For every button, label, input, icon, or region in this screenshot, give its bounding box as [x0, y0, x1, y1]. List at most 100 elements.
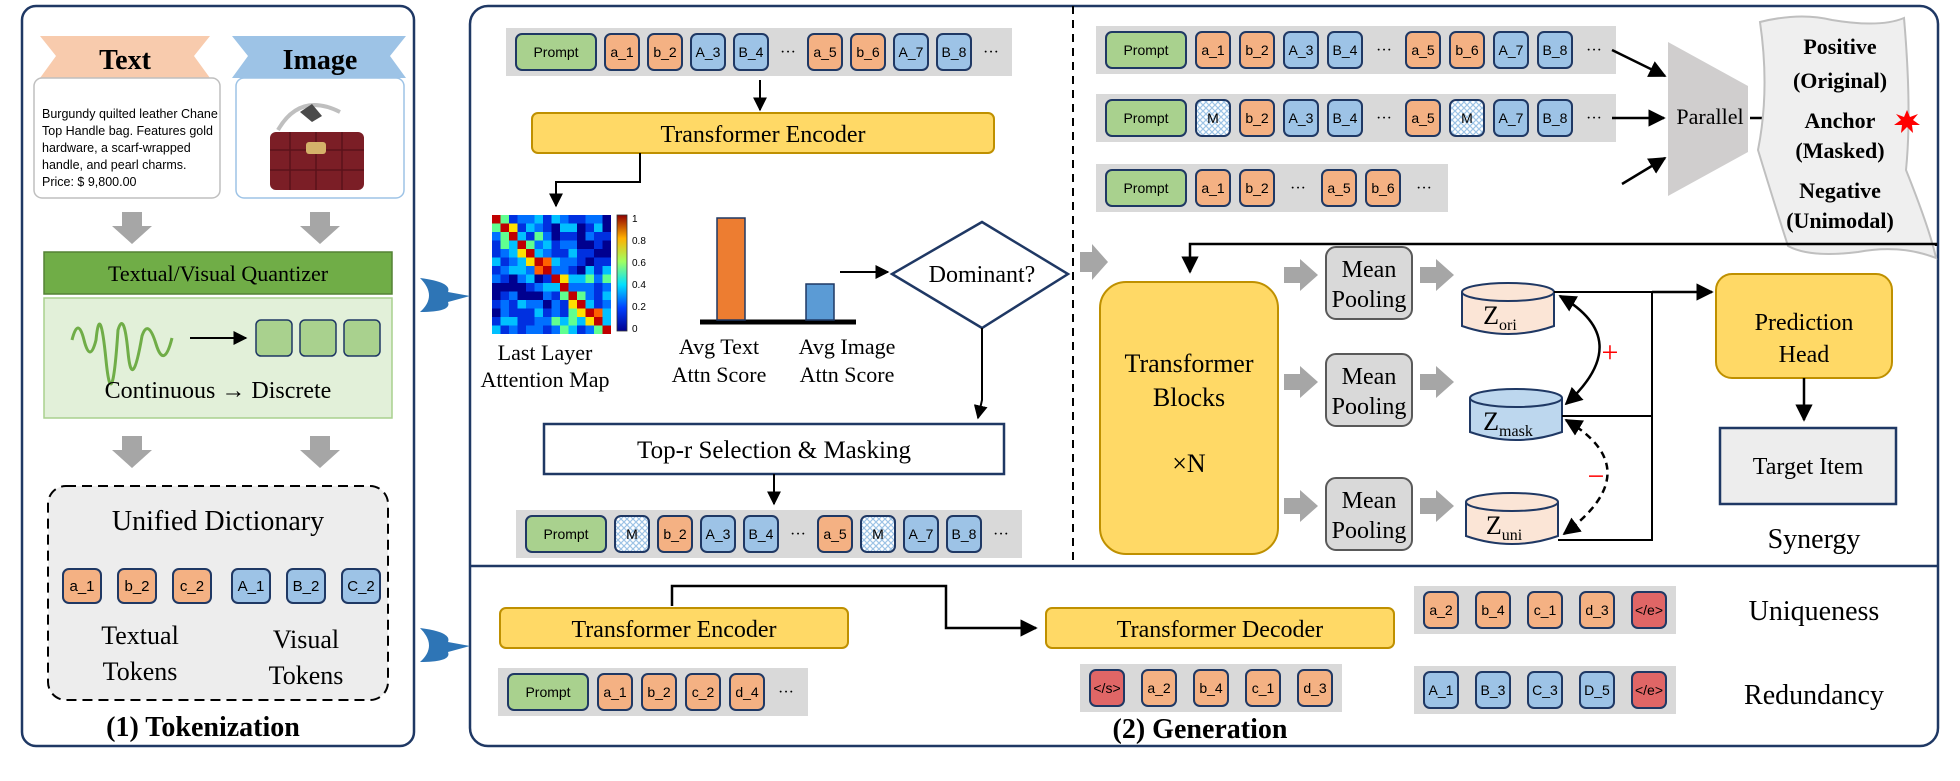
image-banner: Image [232, 36, 406, 78]
heatmap-colorbar [616, 214, 628, 332]
token-label: a_2 [1147, 680, 1171, 696]
token-label: A_3 [706, 526, 731, 542]
heatmap-cell [526, 274, 535, 283]
heatmap-cell [551, 308, 560, 317]
handbag-image [270, 103, 364, 190]
heatmap-cell [526, 249, 535, 258]
token-label: </e> [1635, 682, 1663, 698]
ellipsis: ··· [1376, 42, 1392, 59]
token-label: A_7 [1499, 42, 1524, 58]
visual-tokens-label-2: Tokens [269, 661, 344, 690]
generation-encoder-label: Transformer Encoder [571, 617, 776, 643]
visual-tokens-label-1: Visual [273, 625, 339, 654]
heatmap-cell [585, 308, 594, 317]
mean-pooling-box [1325, 353, 1413, 427]
token-label: B_8 [952, 526, 977, 542]
heatmap-cell [585, 215, 594, 224]
token-label: A_7 [909, 526, 934, 542]
prediction-head-label-1: Prediction [1755, 310, 1854, 336]
heatmap-cell [517, 257, 526, 266]
token [1239, 31, 1275, 69]
heatmap-cell [551, 215, 560, 224]
item-description-line: Burgundy quilted leather Chane [42, 107, 218, 121]
positive-contrast-arrow [1558, 294, 1601, 406]
mean-pooling-label: Mean [1342, 257, 1397, 283]
prompt-token [1105, 169, 1187, 207]
heatmap-cell [577, 249, 586, 258]
token-label: b_2 [1245, 180, 1269, 196]
token-label: b_2 [647, 684, 671, 700]
heatmap-cell [560, 240, 569, 249]
token-label: b_2 [1245, 42, 1269, 58]
token-label: B_8 [942, 44, 967, 60]
heatmap-cell [500, 249, 509, 258]
heatmap-cell [577, 317, 586, 326]
heatmap-cell [492, 283, 501, 292]
token-label: d_4 [735, 684, 759, 700]
heatmap-cell [526, 283, 535, 292]
main-panel [468, 4, 1940, 748]
heatmap-cell [551, 240, 560, 249]
attention-heatmap [492, 215, 611, 334]
heatmap-cell [560, 223, 569, 232]
heatmap-cell [577, 240, 586, 249]
parallel-label: Parallel [1676, 104, 1743, 129]
heatmap-cell [551, 283, 560, 292]
heatmap-cell [568, 215, 577, 224]
heatmap-cell [534, 283, 543, 292]
heatmap-cell [602, 223, 611, 232]
heatmap-cell [543, 283, 552, 292]
token [647, 33, 683, 71]
item-description-line: Top Handle bag. Features gold [42, 124, 213, 138]
heatmap-cell [568, 232, 577, 241]
token [1475, 591, 1511, 629]
heatmap-cell [526, 266, 535, 275]
heatmap-cell [602, 257, 611, 266]
colorbar-tick: 0.2 [632, 302, 646, 313]
heatmap-cell [585, 283, 594, 292]
heatmap-cell [585, 257, 594, 266]
heatmap-cell [509, 291, 518, 300]
heatmap-cell [551, 317, 560, 326]
grey-down-arrow [112, 436, 152, 468]
heatmap-cell [602, 215, 611, 224]
token [1527, 591, 1563, 629]
heatmap-cell [517, 300, 526, 309]
ellipsis: ··· [1376, 110, 1392, 127]
token-label: b_2 [1245, 110, 1269, 126]
generation-section-title: (2) Generation [1113, 714, 1288, 745]
heatmap-cell [568, 257, 577, 266]
token-label: Prompt [1123, 110, 1168, 126]
token-label: B_4 [739, 44, 764, 60]
dictionary-token [172, 568, 212, 604]
token-label: Prompt [1123, 180, 1168, 196]
token [1579, 671, 1615, 709]
arrow-row3-parallel [1621, 156, 1667, 186]
colorbar-tick: 0.6 [632, 258, 646, 269]
heatmap-cell [534, 240, 543, 249]
heatmap-cell [602, 274, 611, 283]
textual-tokens-label-2: Tokens [103, 657, 178, 686]
avg-image-label-1: Avg Image [799, 334, 896, 359]
heatmap-cell [534, 325, 543, 334]
blue-arrow-to-generation [420, 628, 470, 662]
token-label: </s> [1093, 680, 1120, 696]
prompt-token [525, 515, 607, 553]
z-mask-sub: mask [1499, 423, 1533, 440]
heatmap-cell [551, 249, 560, 258]
generation-decoder-box [1045, 607, 1395, 649]
heatmap-cell [534, 257, 543, 266]
banner-text-label: Text [99, 45, 152, 76]
heatmap-cell [492, 274, 501, 283]
ellipsis: ··· [1290, 180, 1306, 197]
heatmap-cell [492, 300, 501, 309]
attn-map-label-2: Attention Map [481, 367, 610, 392]
heatmap-cell [543, 325, 552, 334]
attn-map-label-1: Last Layer [498, 340, 593, 365]
token [1239, 99, 1275, 137]
item-image-card [235, 77, 405, 199]
